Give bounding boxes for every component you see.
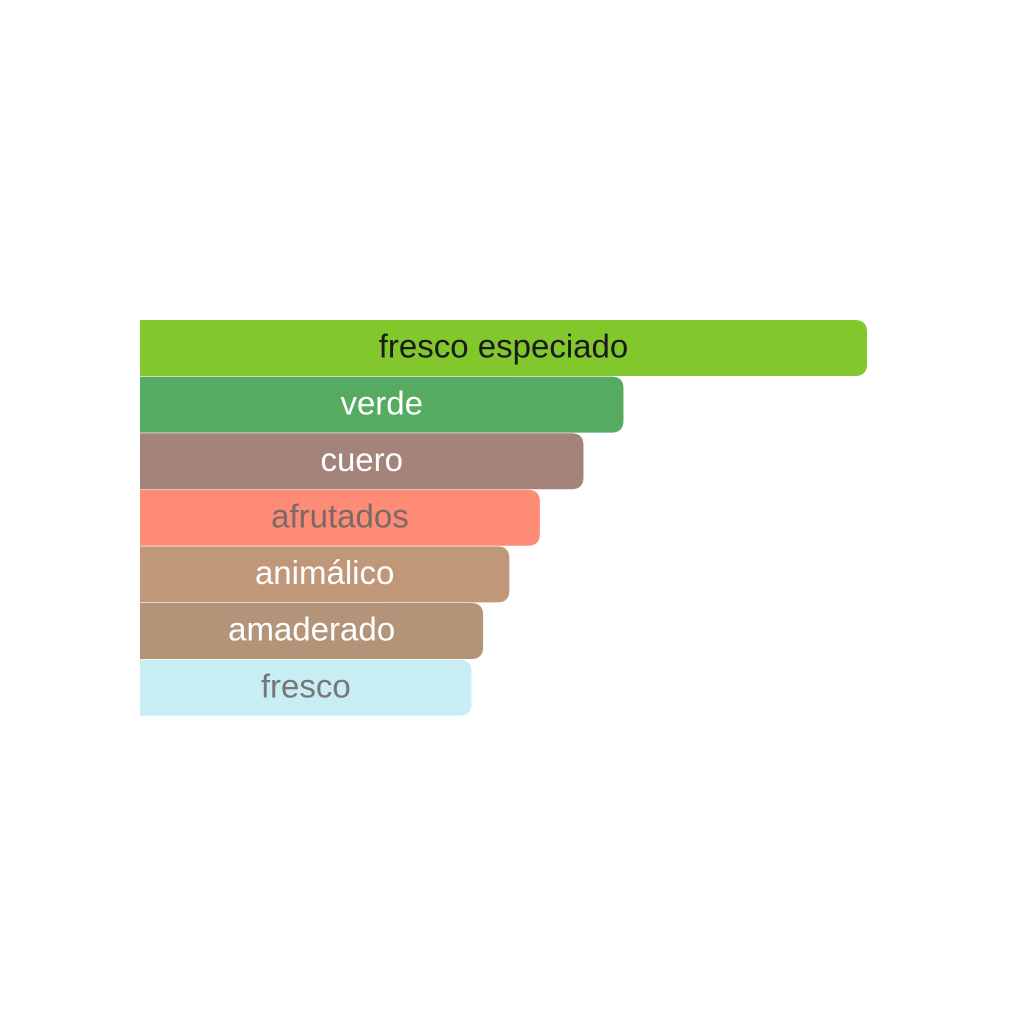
labels-group: fresco especiado verde cuero afrutados animá… [228,328,628,705]
bar-label-0: fresco especiado [379,328,628,365]
bar-4 [140,546,510,603]
bars-group [140,320,867,716]
bar-5 [140,603,484,659]
bar-label-3: afrutados [271,498,409,535]
bar-0 [140,320,867,376]
bar-label-5: amaderado [228,611,395,648]
bar-label-1: verde [340,384,423,421]
bar-3 [140,489,540,546]
bar-1 [140,376,624,433]
bar-label-6: fresco [261,667,351,704]
bar-6 [140,659,472,716]
bar-label-4: animálico [255,554,394,591]
bar-label-2: cuero [320,441,403,478]
bar-2 [140,433,584,490]
